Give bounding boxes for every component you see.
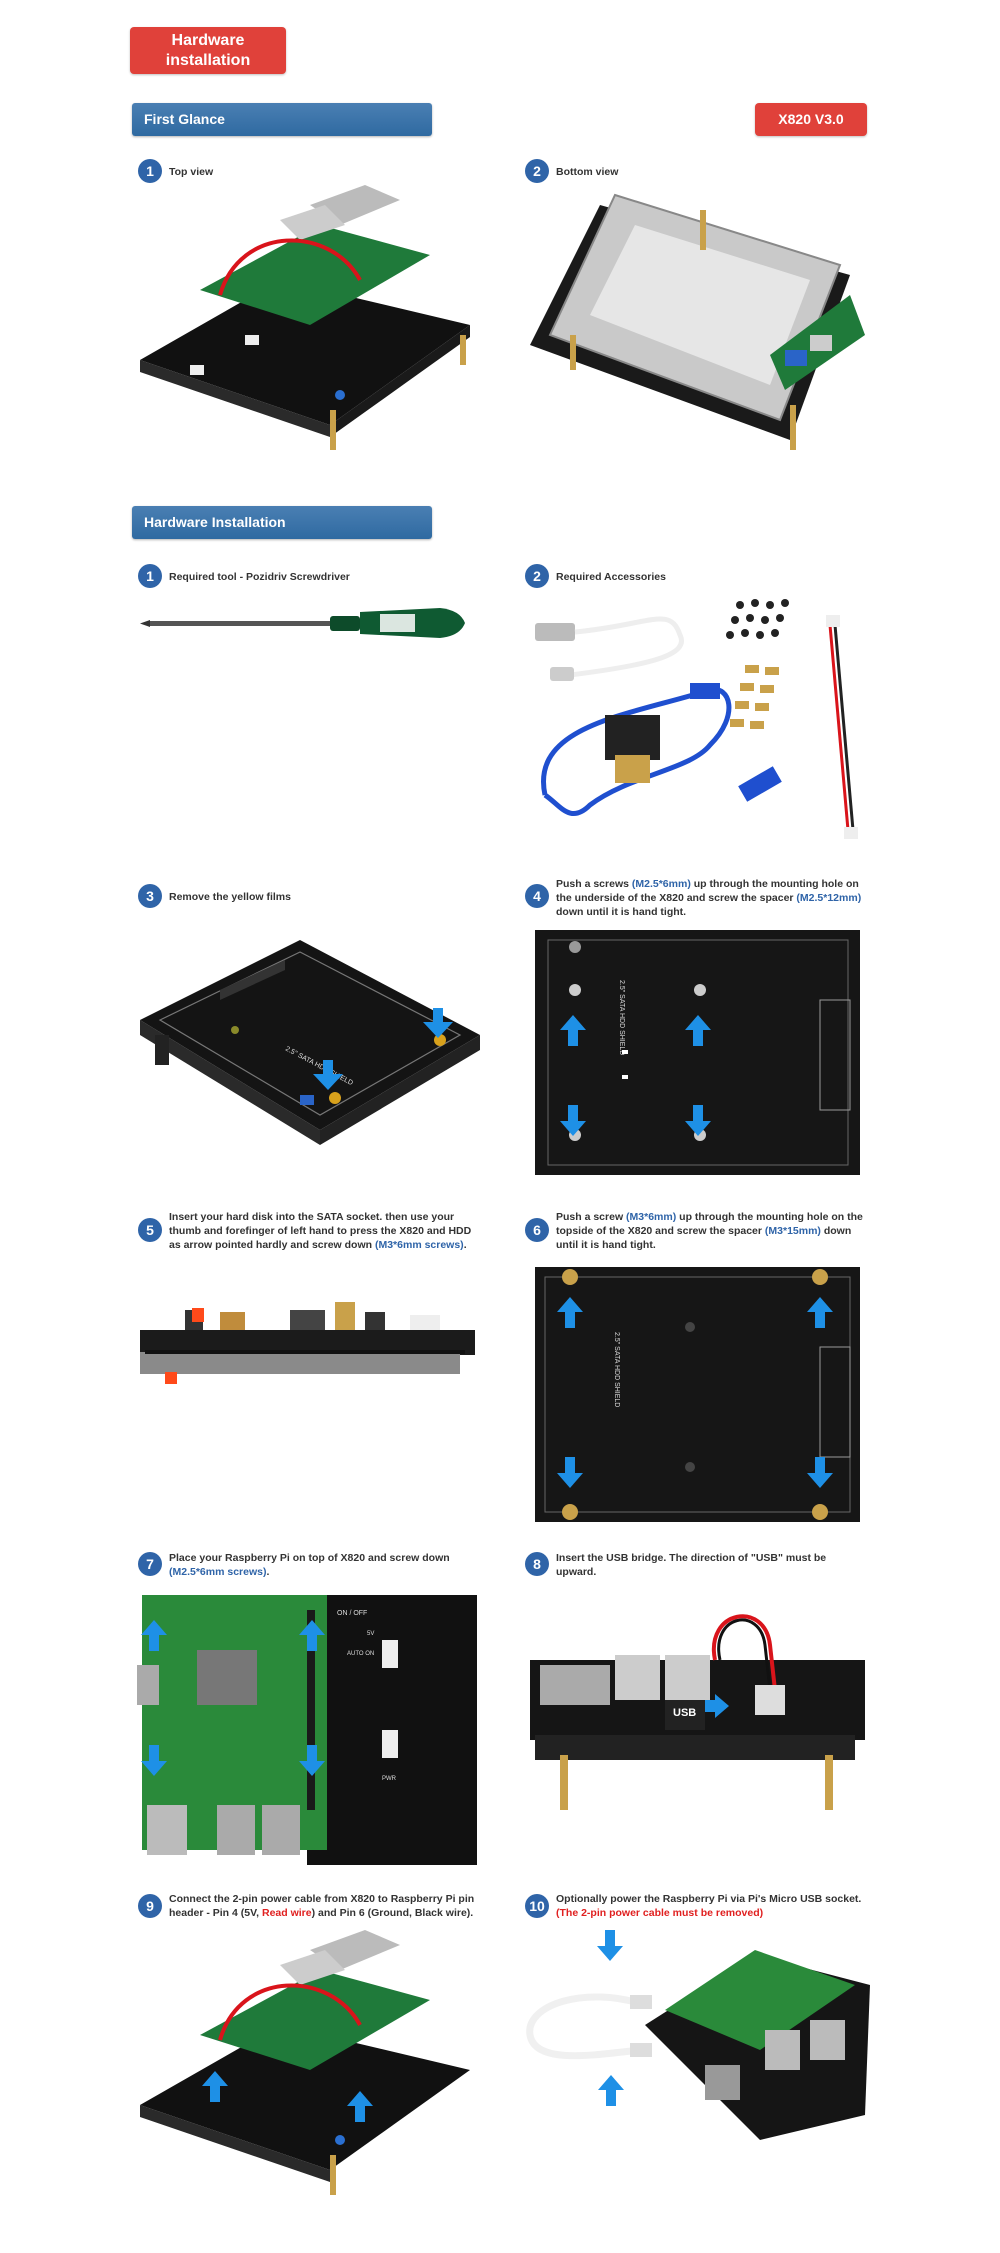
step-number: 1 <box>138 564 162 588</box>
photo-insert-hdd <box>140 1290 475 1390</box>
photo-topside-spacers: 2.5" SATA HDD SHIELD <box>530 1262 865 1527</box>
photo-screwdriver <box>140 590 480 660</box>
step-caption: Push a screw (M3*6mm) up through the mou… <box>556 1211 863 1251</box>
step-caption: Required Accessories <box>556 571 666 583</box>
step-number: 2 <box>525 159 549 183</box>
section-bar-hardware-installation: Hardware Installation <box>132 506 432 539</box>
step-caption: Bottom view <box>556 166 619 178</box>
photo-power-cable <box>130 1930 475 2225</box>
page-title-line1: Hardware <box>171 32 245 49</box>
photo-top-view <box>130 185 475 480</box>
step-number: 6 <box>525 1218 549 1242</box>
step-caption: Push a screws (M2.5*6mm) up through the … <box>556 878 862 918</box>
step-number: 7 <box>138 1552 162 1576</box>
step-number: 10 <box>525 1894 549 1918</box>
photo-remove-yellow-films: 2.5" SATA HDD SHIELD <box>135 930 480 1175</box>
step-number: 1 <box>138 159 162 183</box>
board-print-label: 5V <box>367 1631 374 1637</box>
photo-underside-screws: 2.5" SATA HDD SHIELD <box>530 925 865 1180</box>
step-number: 5 <box>138 1218 162 1242</box>
board-print-label: 2.5" SATA HDD SHIELD <box>613 1332 620 1407</box>
step-number: 4 <box>525 884 549 908</box>
section-title: Hardware Installation <box>144 514 286 530</box>
board-print-label: 2.5" SATA HDD SHIELD <box>618 980 625 1055</box>
step-caption: Insert your hard disk into the SATA sock… <box>169 1211 472 1251</box>
step-number: 9 <box>138 1894 162 1918</box>
board-print-label: ON / OFF <box>337 1610 367 1617</box>
photo-place-raspberry-pi: ON / OFF AUTO ON 5V PWR <box>137 1590 480 1870</box>
page-title-tag: Hardware installation <box>130 27 286 74</box>
photo-micro-usb-power <box>525 1925 870 2145</box>
photo-usb-bridge: USB <box>525 1590 870 1815</box>
step-caption: Insert the USB bridge. The direction of … <box>556 1552 827 1578</box>
photo-accessories <box>530 595 875 850</box>
photo-bottom-view <box>520 185 865 480</box>
board-print-label: PWR <box>382 1776 397 1782</box>
usb-bridge-label: USB <box>673 1707 696 1719</box>
step-caption: Connect the 2-pin power cable from X820 … <box>169 1893 475 1919</box>
step-caption: Remove the yellow films <box>169 891 291 903</box>
step-caption: Top view <box>169 166 214 178</box>
section-bar-first-glance: First Glance <box>132 103 432 136</box>
board-print-label: AUTO ON <box>347 1651 374 1657</box>
step-number: 3 <box>138 884 162 908</box>
version-label: X820 V3.0 <box>778 111 844 127</box>
page-title-line2: installation <box>165 52 251 69</box>
version-badge: X820 V3.0 <box>755 103 867 136</box>
section-title: First Glance <box>144 111 225 127</box>
step-number: 8 <box>525 1552 549 1576</box>
step-caption: Required tool - Pozidriv Screwdriver <box>169 571 350 583</box>
step-caption: Place your Raspberry Pi on top of X820 a… <box>169 1552 450 1578</box>
step-number: 2 <box>525 564 549 588</box>
step-caption: Optionally power the Raspberry Pi via Pi… <box>556 1893 862 1919</box>
